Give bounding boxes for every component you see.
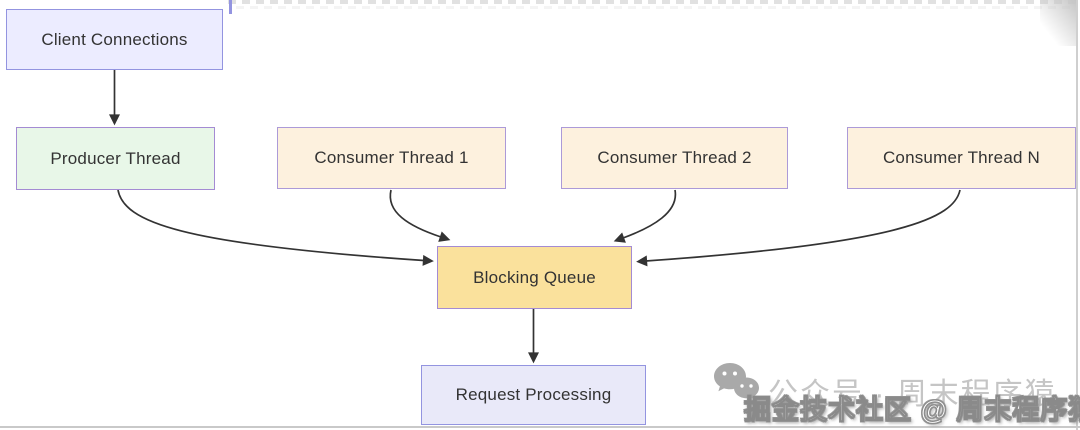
node-consumer-thread-1: Consumer Thread 1 — [277, 127, 506, 189]
node-consumer-thread-2: Consumer Thread 2 — [561, 127, 788, 189]
edge-consumer1-to-queue — [389, 189, 451, 242]
node-consumer-thread-n: Consumer Thread N — [847, 127, 1076, 189]
watermark-gray-text: 公众号 · 周末程序猿 — [768, 378, 1057, 411]
top-edge-texture — [228, 0, 1076, 4]
node-client-connections: Client Connections — [6, 9, 223, 70]
node-label: Consumer Thread 2 — [597, 148, 752, 167]
node-producer-thread: Producer Thread — [16, 127, 215, 190]
wechat-icon — [714, 363, 759, 400]
top-edge-texture-faint — [236, 6, 1076, 9]
node-label: Blocking Queue — [473, 267, 596, 287]
edge-consumer2-to-queue — [613, 189, 677, 243]
node-blocking-queue: Blocking Queue — [437, 246, 632, 309]
top-right-corner-shade — [1040, 0, 1076, 46]
right-edge-line — [1076, 0, 1078, 430]
node-label: Client Connections — [41, 29, 188, 49]
edge-producer-to-queue — [117, 189, 434, 266]
top-edge-purple-fragment — [229, 0, 232, 14]
node-request-processing: Request Processing — [421, 365, 646, 425]
node-label: Consumer Thread 1 — [314, 148, 469, 167]
watermark-white-text: 掘金技术社区 @ 周末程序猿 — [743, 395, 1080, 426]
edge-consumerN-to-queue — [636, 189, 961, 267]
node-label: Producer Thread — [50, 148, 181, 168]
bottom-divider-line — [0, 426, 1080, 428]
node-label: Consumer Thread N — [882, 148, 1041, 167]
node-label: Request Processing — [455, 385, 612, 404]
